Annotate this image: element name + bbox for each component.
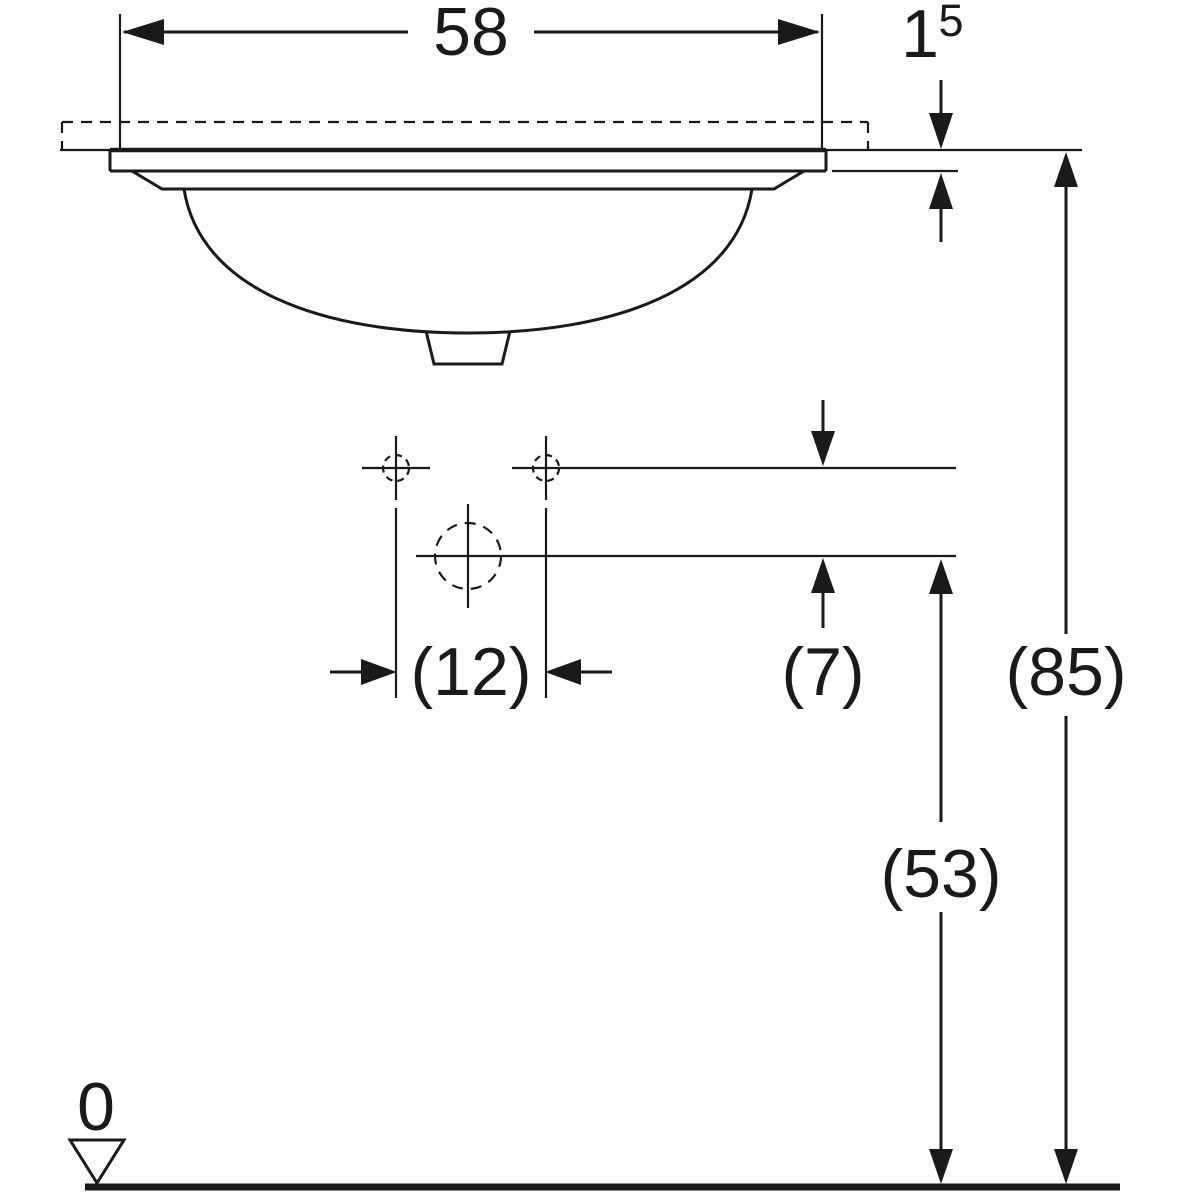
drain-height-label: (53) xyxy=(881,836,1002,912)
width-arrowhead-left xyxy=(122,19,164,45)
rim-height-label: (85) xyxy=(1006,634,1127,710)
tap-drain-offset-dimension: (7) xyxy=(781,400,865,710)
basin-flange xyxy=(131,169,805,191)
thickness-label-int: 1 xyxy=(901,0,939,72)
drain-height-dimension: (53) xyxy=(881,559,1002,1184)
offset-label: (7) xyxy=(781,634,864,710)
thickness-arrowhead-up xyxy=(929,173,953,209)
datum-triangle xyxy=(67,1138,127,1186)
rim-height-dimension: (85) xyxy=(1006,152,1127,1184)
width-label: 58 xyxy=(433,0,509,70)
drain-hole xyxy=(416,504,520,608)
tap-hole-right xyxy=(512,436,580,500)
thickness-dimension: 1 5 xyxy=(901,0,964,242)
tap-spacing-arrowhead-left xyxy=(361,659,397,685)
floor-datum: 0 xyxy=(67,1069,127,1186)
datum-label: 0 xyxy=(77,1069,115,1145)
offset-arrowhead-up xyxy=(811,558,835,593)
drain-height-arrowhead-up xyxy=(929,559,953,594)
width-dimension: 58 xyxy=(118,0,824,148)
rim-height-arrowhead-down xyxy=(1054,1149,1078,1184)
countertop-dashed-outline xyxy=(60,120,870,149)
tap-hole-left xyxy=(362,436,430,500)
width-arrowhead-right xyxy=(778,19,820,45)
tap-spacing-arrowhead-right xyxy=(545,659,581,685)
offset-arrowhead-down xyxy=(811,431,835,466)
thickness-label-sup: 5 xyxy=(938,0,963,46)
drain-height-arrowhead-down xyxy=(929,1149,953,1184)
rim-height-arrowhead-up xyxy=(1054,152,1078,187)
basin-bowl xyxy=(182,188,754,335)
washbasin-section xyxy=(60,147,1082,366)
tap-spacing-label: (12) xyxy=(411,634,532,710)
drain-outlet xyxy=(424,330,512,366)
tap-spacing-dimension: (12) xyxy=(330,508,612,710)
thickness-arrowhead-down xyxy=(929,113,953,149)
